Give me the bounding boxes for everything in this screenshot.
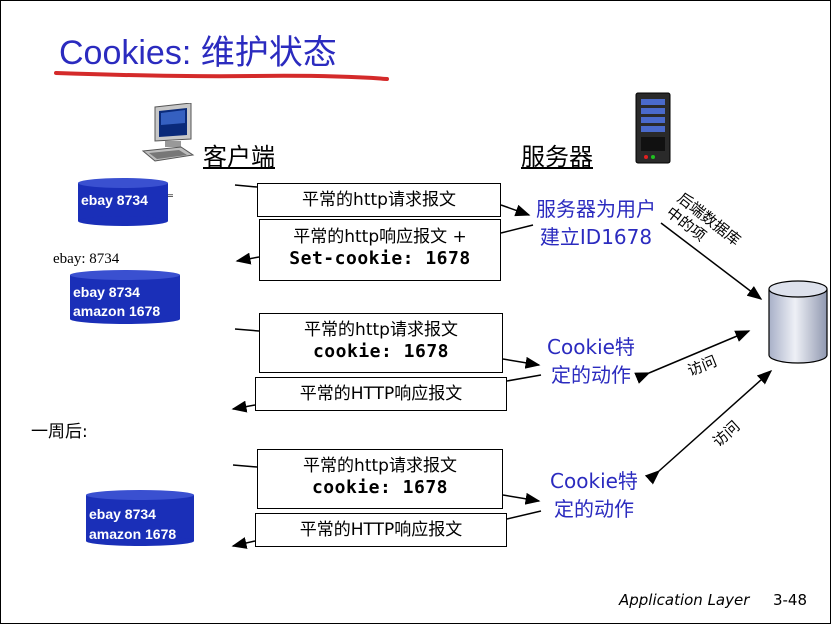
cookie-file-2-entry-1: ebay 8734 (73, 284, 140, 300)
request-message-3-line-1: 平常的http请求报文 (303, 456, 457, 476)
cookie-file-3-entry-2: amazon 1678 (89, 526, 177, 542)
server-create-id-note-line-1: 服务器为用户 (536, 197, 656, 221)
ebay-note: ebay: 8734 (53, 251, 120, 267)
request-message-2-line-2: cookie: 1678 (312, 341, 450, 362)
backend-database-icon (768, 280, 828, 364)
request-message-2: 平常的http请求报文 cookie: 1678 (259, 313, 503, 373)
client-label: 客户端 (203, 143, 275, 171)
cookie-file-cylinder-2 (70, 270, 180, 324)
client-computer-icon (141, 103, 195, 162)
cookie-file-cylinder-3 (86, 490, 194, 546)
cookie-action-note-1-line-2: 定的动作 (551, 363, 631, 387)
cookie-action-note-1: Cookie特 定的动作 (539, 333, 643, 389)
request-message-3-line-2: cookie: 1678 (311, 477, 449, 498)
footer-page: 3-48 (772, 591, 808, 609)
request-message-3: 平常的http请求报文 cookie: 1678 (257, 449, 503, 509)
response-message-1-line-1: 平常的http响应报文 + (293, 227, 467, 247)
cookie-file-1-entry: ebay 8734 (81, 192, 148, 208)
request-message-1: 平常的http请求报文 (257, 183, 501, 217)
server-tower-icon (635, 92, 671, 164)
cookie-action-note-1-line-1: Cookie特 (547, 335, 635, 359)
cookie-action-note-2: Cookie特 定的动作 (541, 467, 647, 523)
footer: Application Layer 3-48 (619, 591, 807, 609)
title-underline (54, 71, 389, 81)
response-message-2: 平常的HTTP响应报文 (255, 377, 507, 411)
cookie-action-note-2-line-1: Cookie特 (550, 469, 638, 493)
cookie-file-1-tick: ⁼ (167, 191, 174, 206)
cookie-file-2-entry-2: amazon 1678 (73, 303, 161, 319)
footer-layer: Application Layer (619, 591, 750, 609)
page-title: Cookies: 维护状态 (59, 34, 337, 72)
response-message-1: 平常的http响应报文 + Set-cookie: 1678 (259, 219, 501, 281)
response-message-3: 平常的HTTP响应报文 (255, 513, 507, 547)
request-message-2-line-1: 平常的http请求报文 (304, 320, 458, 340)
cookie-file-cylinder-1 (78, 178, 168, 226)
server-label: 服务器 (521, 143, 593, 171)
server-create-id-note-line-2: 建立ID1678 (539, 225, 653, 249)
one-week-later-label: 一周后: (31, 422, 88, 442)
server-create-id-note: 服务器为用户 建立ID1678 (525, 195, 667, 251)
cookie-action-note-2-line-2: 定的动作 (554, 497, 634, 521)
response-message-1-line-2: Set-cookie: 1678 (289, 248, 471, 269)
cookie-file-3-entry-1: ebay 8734 (89, 506, 156, 522)
